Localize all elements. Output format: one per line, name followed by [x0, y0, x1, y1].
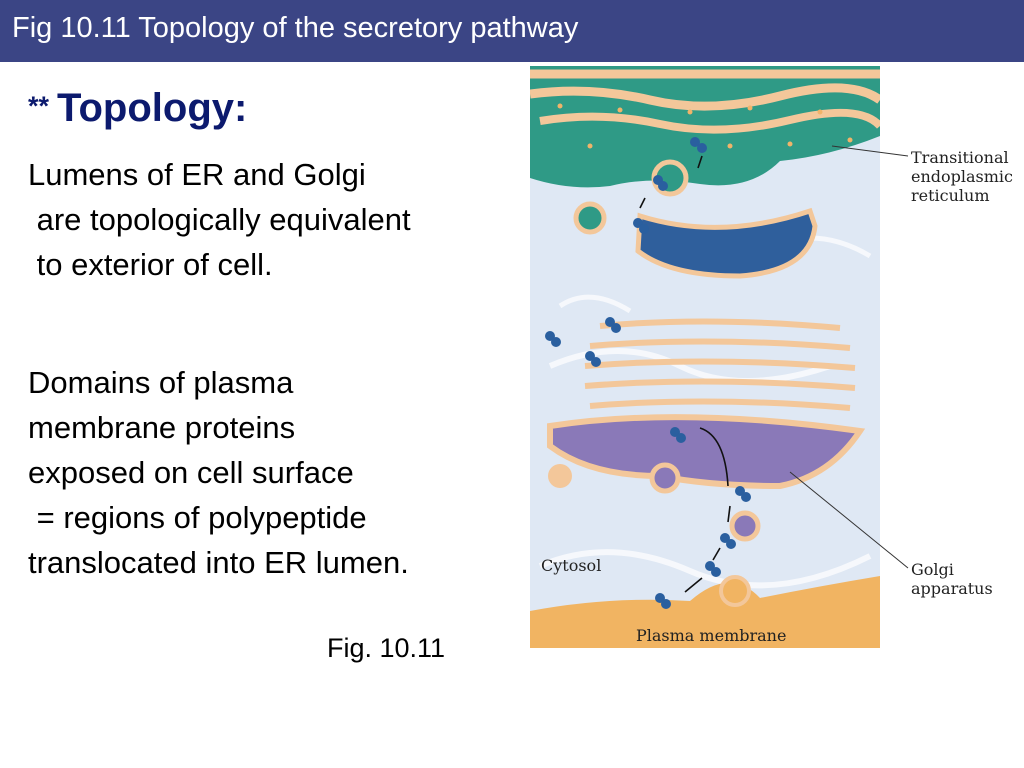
title-bar: Fig 10.11 Topology of the secretory path… [0, 0, 1024, 62]
heading-stars: ** [28, 91, 50, 121]
label-cytosol: Cytosol [541, 556, 602, 575]
golgi-stack [584, 318, 856, 411]
slide-title: Fig 10.11 Topology of the secretory path… [12, 12, 579, 44]
domains-paragraph: Domains of plasma membrane proteins expo… [28, 365, 409, 580]
label-golgi-apparatus: Golgi apparatus [911, 560, 993, 598]
lumen-paragraph: Lumens of ER and Golgi are topologically… [28, 157, 411, 282]
cis-golgi [635, 207, 818, 279]
label-plasma-membrane: Plasma membrane [636, 626, 787, 645]
pathway-drawing [530, 66, 880, 648]
plasma-membrane [530, 576, 880, 648]
cargo-proteins [545, 137, 751, 609]
topology-heading: **Topology: [28, 86, 247, 131]
label-transitional-er: Transitional endoplasmic reticulum [911, 148, 1014, 205]
secretory-pathway-illustration [530, 66, 880, 648]
figure-caption: Fig. 10.11 [327, 633, 446, 663]
heading-word: Topology: [57, 86, 248, 130]
